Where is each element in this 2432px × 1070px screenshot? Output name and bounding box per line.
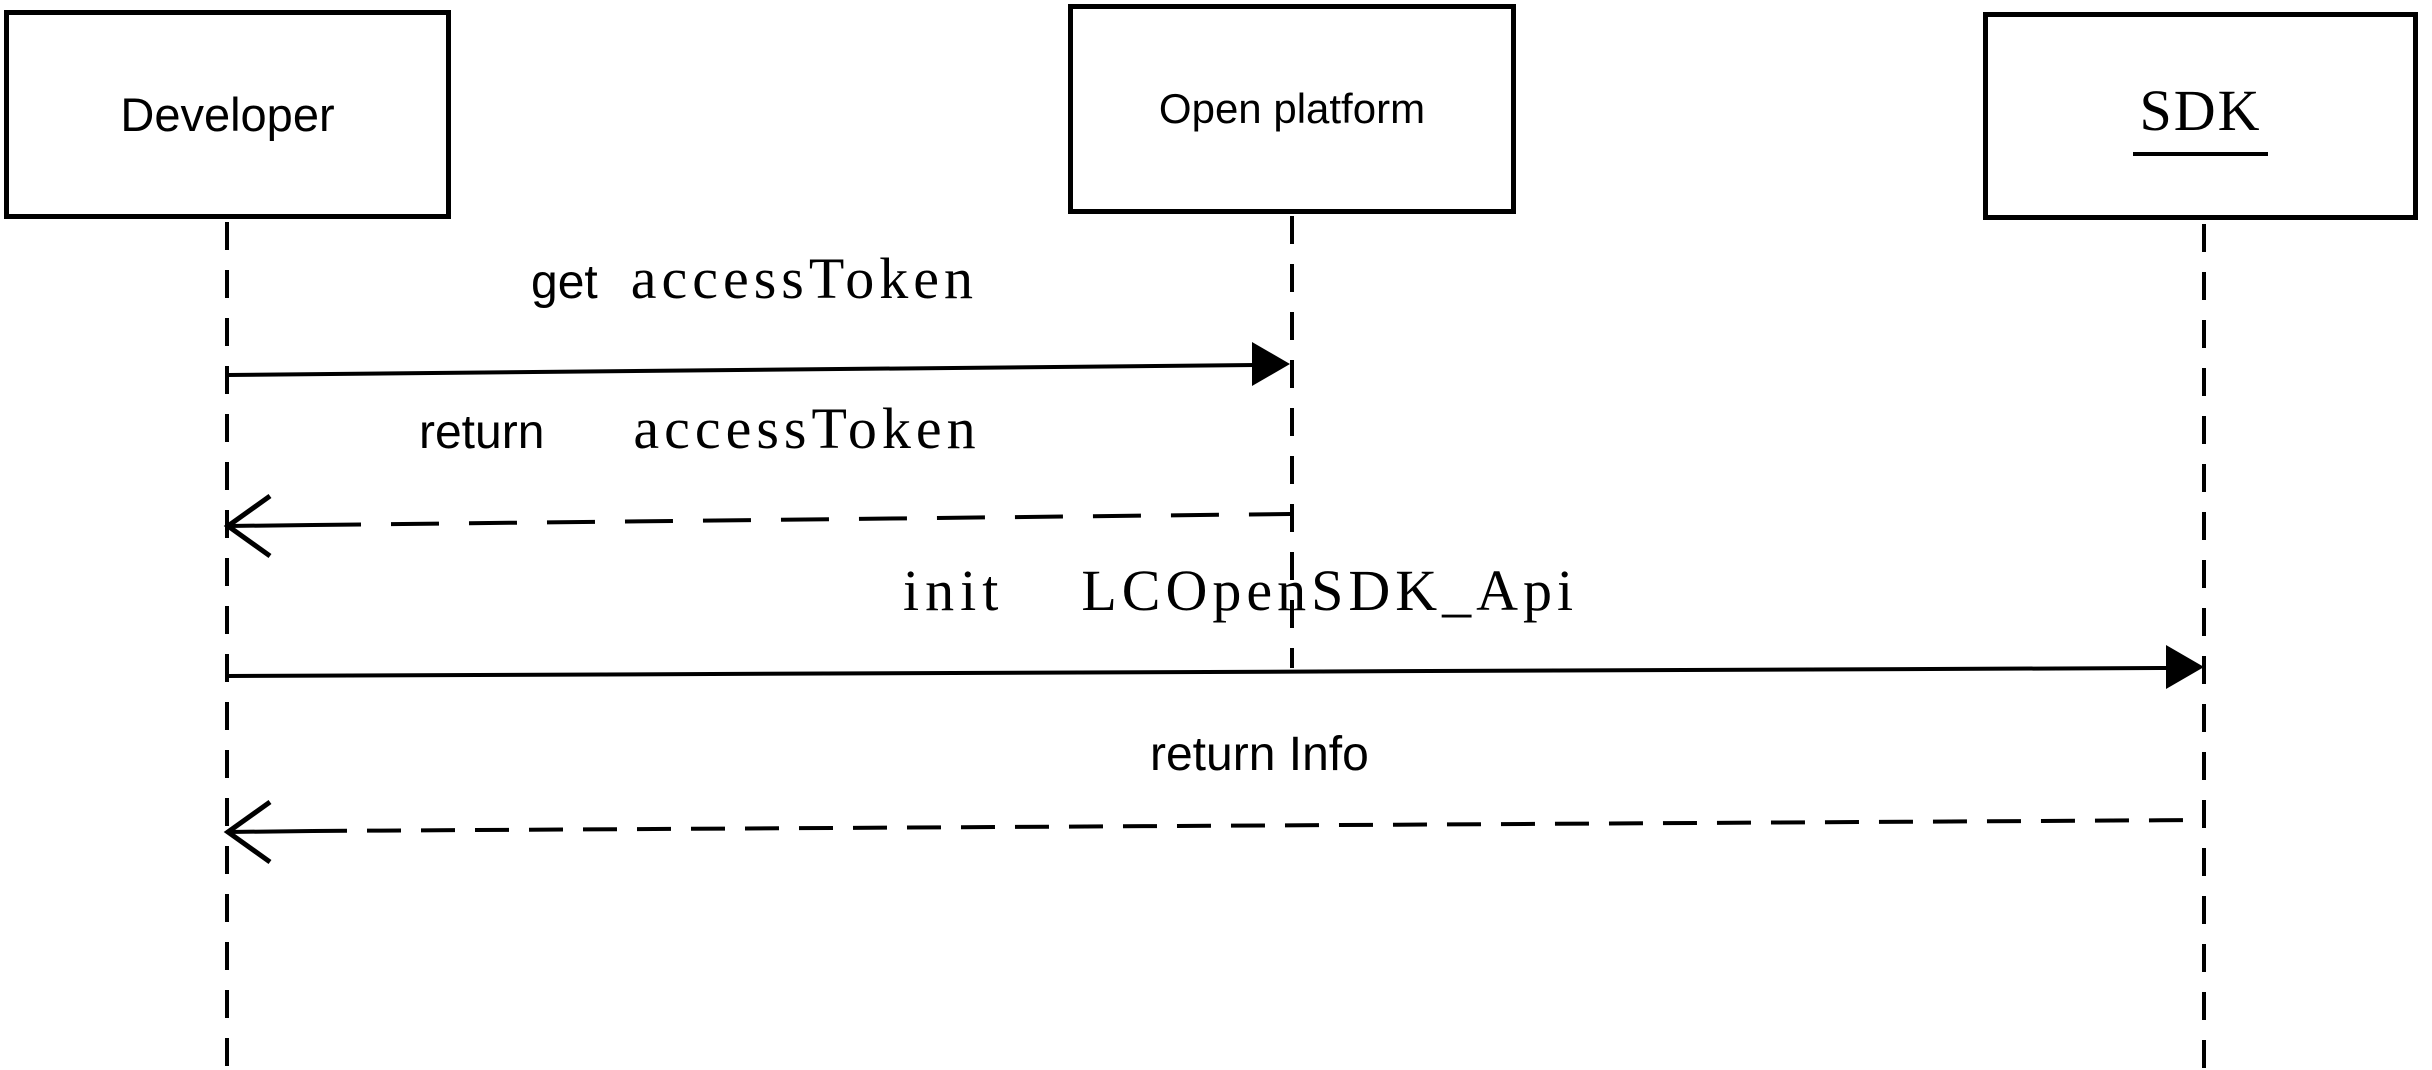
actor-label-open-platform: Open platform [1158, 85, 1426, 132]
message-verb: return Info [1150, 728, 1369, 781]
message-label-return-access-token: return accessToken [419, 400, 981, 458]
message-object: LCOpenSDK_Api [1081, 558, 1579, 623]
get-access-token-arrowhead-icon [1252, 342, 1290, 386]
message-label-return-info: return Info [1150, 731, 1369, 779]
actor-label-developer: Developer [120, 88, 335, 141]
return-access-token-lead [227, 523, 314, 528]
init-sdk-api-line [227, 666, 2170, 678]
return-access-token-arrowhead-icon [223, 493, 272, 559]
actor-box-sdk: SDK [1983, 12, 2418, 220]
message-label-get-access-token: get accessToken [531, 250, 978, 308]
actor-box-developer: Developer [4, 10, 451, 219]
get-access-token-line [227, 363, 1256, 377]
message-verb: get [531, 256, 598, 309]
message-verb: return [419, 406, 545, 459]
actor-label-sdk: SDK [2133, 77, 2268, 156]
return-access-token-line [312, 512, 1291, 527]
message-verb: init [903, 558, 1005, 623]
message-arrow-return-access-token [223, 493, 1291, 559]
message-object: accessToken [633, 396, 981, 461]
return-info-lead [227, 829, 314, 834]
return-info-arrowhead-icon [223, 799, 272, 865]
message-arrow-return-info [223, 799, 2205, 865]
return-info-line [312, 818, 2205, 833]
actor-box-open-platform: Open platform [1068, 4, 1516, 214]
init-sdk-api-arrowhead-icon [2166, 645, 2204, 689]
message-label-init-sdk-api: init LCOpenSDK_Api [903, 562, 1578, 620]
message-object: accessToken [630, 246, 978, 311]
message-arrow-init-sdk-api [227, 645, 2204, 689]
message-arrow-get-access-token [227, 342, 1290, 386]
